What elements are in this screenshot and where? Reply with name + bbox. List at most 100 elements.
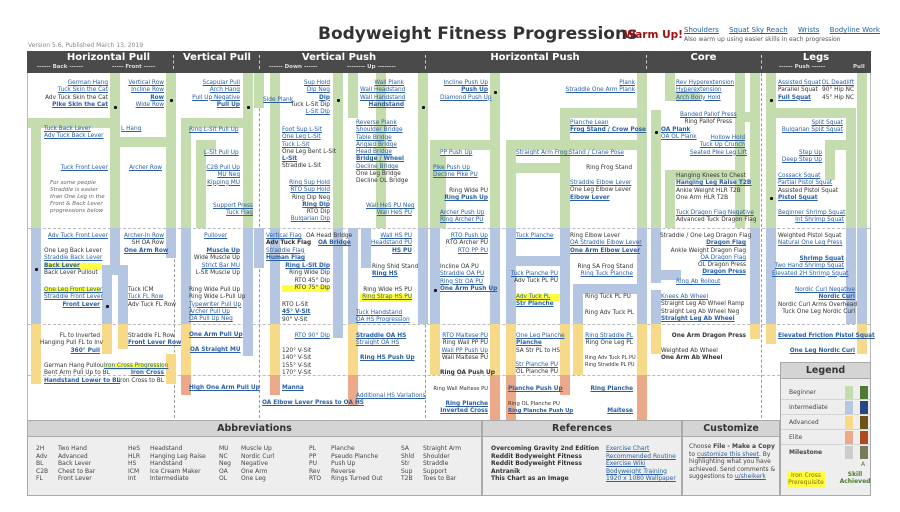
swatch-elite [845, 431, 853, 444]
ring-planche[interactable]: Ring Planche [590, 386, 633, 392]
milestone-dot [170, 99, 173, 102]
tuck-front-lever[interactable]: Tuck Front Lever [60, 165, 108, 171]
dip-list: Sup Hold Dip Neg Dip Tuck L-Sit Dip L-Si… [290, 80, 330, 116]
oa-bridge[interactable]: OA Bridge [318, 240, 351, 246]
ring-push-up-list: Ring Wide PU Ring Push Up [444, 188, 488, 202]
version-label: Version 5.6, Published March 13, 2019 [28, 42, 144, 49]
ring-adv-tuck-pl: Ring Adv Tuck PL [584, 310, 634, 316]
plank-list: Plank Straddle One Arm Plank [565, 80, 635, 94]
swatch-elite-achieved [860, 431, 868, 444]
ring-hs-list: Ring Shld Stand Ring HS [372, 264, 419, 278]
skill-achieved-label: Skill Achieved [839, 471, 871, 485]
ref-link-wallpaper[interactable]: 1920 x 1080 Wallpaper [606, 475, 676, 482]
pull-up-list: Scapular Pull Arch Hang Pull Up Negative… [192, 80, 240, 108]
one-arm-dragon-press: One Arm Dragon Press [671, 333, 746, 339]
archer-row[interactable]: Archer Row [129, 165, 162, 171]
warmup-link-squat-sky-reach[interactable]: Squat Sky Reach [729, 26, 788, 34]
category-core: Core [690, 52, 717, 63]
split-squat-list: Split Squat Bulgarian Split Squat [781, 120, 843, 134]
prereq-sample: Iron Cross Prerequisite [787, 471, 825, 487]
warmup-link-bodyline-work[interactable]: Bodyline Work [829, 26, 880, 34]
milestone-dot [770, 99, 773, 102]
milestone-dot [114, 106, 117, 109]
oa-elbow-lever-list: Ring Elbow Lever OA Straddle Elbow Lever… [570, 233, 642, 254]
sub-down: ------ Down ------ [269, 64, 318, 70]
back-lever-tuck-list: Tuck Back Lever Adv Tuck Back Lever [44, 126, 104, 140]
manna[interactable]: Manna [282, 385, 304, 391]
ring-lsit-dip-list: Ring L-Sit Dip Ring Wide Dip RTO 45° Dip… [282, 263, 330, 293]
references-sources: Overcoming Gravity 2nd Edition Reddit Bo… [491, 445, 600, 482]
milestone-dot [770, 197, 773, 200]
sub-pull: Pull [853, 64, 865, 70]
sub-back: ------ Back ------ [37, 64, 84, 70]
ring-ab-rollout[interactable]: Ring Ab Rollout [676, 279, 721, 285]
ref-link-exercise-wiki[interactable]: Exercise Wiki [606, 460, 646, 467]
rto-90-dip[interactable]: RTO 90° Dip [294, 333, 330, 339]
customize-title: Customize [683, 421, 779, 437]
references-panel: References Overcoming Gravity 2nd Editio… [482, 420, 682, 496]
oa-head-bridge: OA Head Bridge [306, 233, 353, 239]
legend-advanced: Advanced [781, 415, 870, 430]
one-leg-nordic-curl[interactable]: One Leg Nordic Curl [789, 348, 855, 354]
straight-arm-frog-stand[interactable]: Straight Arm Frog Stand / Crane Pose [516, 150, 624, 156]
ring-hs-push-up[interactable]: Ring HS Push Up [360, 355, 415, 361]
oa-ab-wheel-list: Weighted Ab Wheel One Arm Ab Wheel [661, 348, 723, 362]
swatch-milestone [845, 446, 853, 459]
oa-straight-mu[interactable]: OA Straight MU [190, 347, 241, 353]
planche-push-up[interactable]: Planche Push Up [508, 386, 563, 392]
oa-plank-list: OA Plank OA OL Plank [661, 127, 697, 141]
elevated-friction-pistol-squat[interactable]: Elevated Friction Pistol Squat [778, 333, 875, 339]
milestone-dot [655, 131, 658, 134]
v-sit-list: RTO L-Sit 45° V-Sit 90° V-Sit [282, 302, 311, 323]
author-link[interactable]: u/sheikerk [734, 473, 766, 480]
row-list: Vertical Row Incline Row Row Wide Row [128, 80, 164, 108]
milestone-dot [337, 99, 340, 102]
maltese[interactable]: Maltese [607, 408, 633, 414]
hp-list: German Hang Tuck Skin the Cat Adv Tuck S… [45, 80, 108, 108]
ref-link-recommended-routine[interactable]: Recommended Routine [606, 452, 676, 460]
ref-link-exercise-chart[interactable]: Exercise Chart [606, 445, 650, 452]
archer-push-up-list: Archer Push Up Ring Archer PU [440, 210, 485, 224]
pp-push-up[interactable]: PP Push Up [440, 150, 473, 156]
warmup-label: Warm Up! [624, 29, 683, 41]
legend-title: Legend [781, 363, 870, 379]
l-hang[interactable]: L Hang [121, 126, 142, 132]
references-title: References [483, 421, 681, 437]
oa-push-up-list: Incline OA PU Straddle OA PU Ring Str OA… [440, 264, 498, 292]
sub-push: ------ Push ------ [779, 64, 826, 70]
swatch-beginner [845, 386, 853, 399]
swatch-milestone-achieved [860, 446, 868, 459]
push-up-list: Incline Push Up Push Up Diamond Push Up [440, 80, 492, 101]
str-planche-list: Adv Tuck PL Str Planche [516, 294, 561, 309]
back-lever-list: One Leg Back Lever Straddle Back Lever B… [44, 248, 103, 276]
legend-milestone: Milestone [789, 449, 823, 456]
maltese-pu-list: RTO Maltese PU Ring Wall PP PU Wall PP P… [441, 333, 488, 361]
tuck-planche[interactable]: Tuck Planche [516, 233, 554, 239]
hollow-list: Hollow Hold Tuck Up Crunch Seated Pike L… [690, 135, 747, 156]
lsit-pull-up[interactable]: L-Sit Pull Up [204, 150, 239, 156]
shrimp-beginner-list: Beginner Shrimp Squat Int Shrimp Squat [778, 210, 846, 224]
high-one-arm-pull-up[interactable]: High One Arm Pull Up [189, 385, 260, 391]
side-plank[interactable]: Side Plank [263, 97, 294, 103]
milestone-dot [494, 91, 497, 94]
customize-sheet-link[interactable]: customize this sheet [696, 450, 759, 458]
adv-tuck-front-lever[interactable]: Adv Tuck Front Lever [47, 233, 108, 239]
warmup-link-wrists[interactable]: Wrists [797, 26, 820, 34]
ring-lsit-pull-up[interactable]: Ring L-Sit Pull Up [189, 127, 239, 133]
ring-straddle-pl-list: Ring Straddle PL Ring One Leg PL [585, 333, 633, 347]
additional-hs-variations[interactable]: Additional HS Variations [356, 393, 426, 399]
warmup-link-shoulders[interactable]: Shoulders [684, 26, 719, 34]
pullover[interactable]: Pullover [204, 233, 228, 239]
milestone-dot [247, 106, 250, 109]
milestone-dot [35, 268, 38, 271]
hyperextension-list: Rev Hyperextension Hyperextension Arch B… [676, 80, 735, 101]
milestone-dot [422, 106, 425, 109]
oa-elbow-lever-press[interactable]: OA Elbow Lever Press to OA HS [262, 400, 364, 406]
ref-link-bodyweight-training[interactable]: Bodyweight Training [606, 467, 667, 475]
sub-up: -------- Up -------- [347, 64, 396, 70]
one-arm-pull-up[interactable]: One Arm Pull Up [189, 332, 243, 338]
category-horizontal-pull: Horizontal Pull [66, 52, 151, 63]
legend-beginner: Beginner [781, 385, 870, 400]
